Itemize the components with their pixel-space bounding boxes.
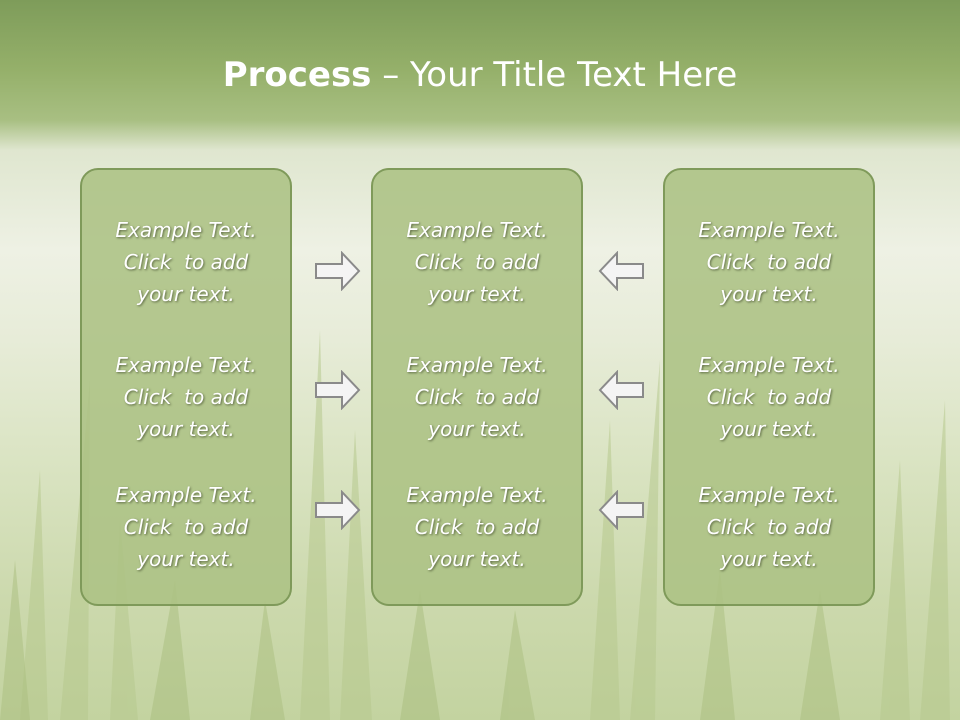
text-line: your text. [137, 282, 235, 306]
text-item[interactable]: Example Text. Click to add your text. [373, 349, 581, 445]
text-item[interactable]: Example Text. Click to add your text. [373, 214, 581, 310]
text-line: your text. [428, 282, 526, 306]
arrow-right-icon [315, 370, 361, 410]
text-line: Example Text. [406, 353, 548, 377]
text-line: Example Text. [698, 218, 840, 242]
text-line: Example Text. [115, 353, 257, 377]
arrow-right-icon [315, 490, 361, 530]
text-item[interactable]: Example Text. Click to add your text. [665, 479, 873, 575]
text-line: Click to add [414, 250, 540, 274]
text-line: Click to add [706, 250, 832, 274]
text-item[interactable]: Example Text. Click to add your text. [82, 479, 290, 575]
text-line: Example Text. [698, 483, 840, 507]
process-box-center[interactable]: Example Text. Click to add your text. Ex… [371, 168, 583, 606]
text-line: your text. [720, 282, 818, 306]
text-line: Example Text. [406, 218, 548, 242]
arrow-right-icon [315, 251, 361, 291]
text-line: Example Text. [115, 218, 257, 242]
text-line: Click to add [123, 385, 249, 409]
text-line: Example Text. [406, 483, 548, 507]
text-line: your text. [720, 417, 818, 441]
text-item[interactable]: Example Text. Click to add your text. [665, 214, 873, 310]
arrow-left-icon [598, 251, 644, 291]
text-item[interactable]: Example Text. Click to add your text. [82, 214, 290, 310]
text-line: Click to add [414, 385, 540, 409]
process-box-left[interactable]: Example Text. Click to add your text. Ex… [80, 168, 292, 606]
process-box-right[interactable]: Example Text. Click to add your text. Ex… [663, 168, 875, 606]
slide-title: Process – Your Title Text Here [0, 52, 960, 98]
arrow-left-icon [598, 490, 644, 530]
text-item[interactable]: Example Text. Click to add your text. [82, 349, 290, 445]
text-line: your text. [428, 417, 526, 441]
text-item[interactable]: Example Text. Click to add your text. [373, 479, 581, 575]
text-line: your text. [428, 547, 526, 571]
text-line: Click to add [123, 250, 249, 274]
arrow-left-icon [598, 370, 644, 410]
text-line: Click to add [414, 515, 540, 539]
text-line: Click to add [123, 515, 249, 539]
title-rest: – Your Title Text Here [371, 55, 738, 95]
text-line: your text. [137, 417, 235, 441]
title-bold: Process [222, 55, 372, 95]
text-line: your text. [720, 547, 818, 571]
text-line: Click to add [706, 515, 832, 539]
text-line: Click to add [706, 385, 832, 409]
text-line: your text. [137, 547, 235, 571]
text-line: Example Text. [698, 353, 840, 377]
text-line: Example Text. [115, 483, 257, 507]
text-item[interactable]: Example Text. Click to add your text. [665, 349, 873, 445]
